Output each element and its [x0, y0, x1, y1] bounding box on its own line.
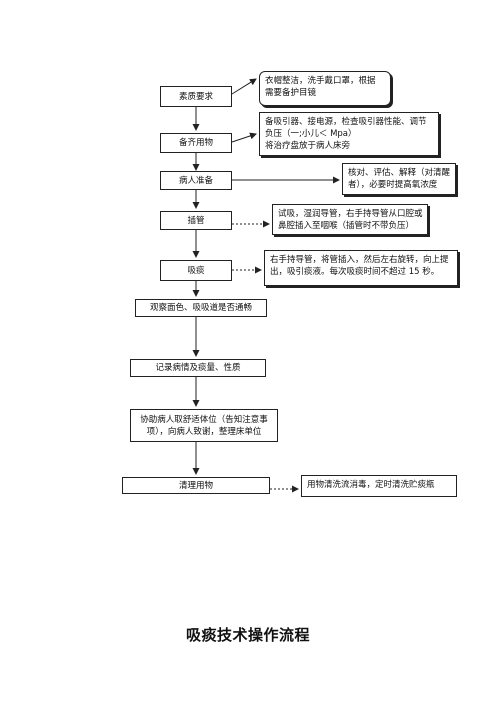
step-label: 病人准备 — [178, 175, 213, 186]
note-line: 鼻腔插入至咽喉（插管时不带负压） — [278, 221, 415, 231]
step-clean-up: 清理用物 — [122, 477, 270, 494]
page-title: 吸痰技术操作流程 — [185, 626, 310, 644]
step-observe-airway: 观察面色、吸吸道是否通畅 — [135, 299, 267, 317]
step-label: 素质要求 — [178, 91, 213, 102]
step-label: 吸痰 — [187, 265, 205, 276]
note-line: 右手持导管，将管插入，然后左右旋转，向上提 — [270, 255, 449, 265]
note-patient-preparation: 核对、评估、解释（对清醒 者），必要时提高氧浓度 — [342, 163, 456, 195]
note-suction: 右手持导管，将管插入，然后左右旋转，向上提 出，吸引痰液。每次吸痰时间不超过 1… — [264, 250, 458, 286]
step-patient-preparation: 病人准备 — [160, 171, 232, 190]
note-line: 核对、评估、解释（对清醒 — [348, 168, 451, 178]
step-label: 清理用物 — [178, 480, 213, 491]
step-quality-requirements: 素质要求 — [160, 86, 232, 107]
step-label: 协助病人取舒适体位（告知注意事项），向病人致谢，整理床单位 — [140, 414, 268, 437]
note-line: 衣帽整洁，洗手戴口罩，根据 — [265, 76, 376, 86]
note-clean-up: 用物清洗流消毒，定时清洗贮痰瓶 — [301, 475, 457, 497]
note-line: 备吸引器、接电源，检查吸引器性能、调节 — [265, 117, 427, 127]
connector-step2-to-note2 — [231, 132, 257, 143]
note-line: 将治疗盘放于病人床旁 — [265, 141, 351, 151]
step-label: 记录病情及痰量、性质 — [155, 363, 241, 373]
step-label: 备齐用物 — [178, 138, 213, 148]
note-line: 试吸，湿润导管，右手持导管从口腔或 — [278, 209, 423, 219]
step-comfort-position: 协助病人取舒适体位（告知注意事项），向病人致谢，整理床单位 — [130, 409, 278, 442]
step-insert-tube: 插管 — [160, 211, 232, 230]
step-record-condition: 记录病情及痰量、性质 — [130, 359, 266, 377]
note-line: 出，吸引痰液。每次吸痰时间不超过 15 秒。 — [270, 267, 440, 277]
note-line: 用物清洗流消毒，定时清洗贮痰瓶 — [307, 480, 435, 490]
step-label: 插管 — [187, 215, 205, 226]
step-label: 观察面色、吸吸道是否通畅 — [149, 303, 252, 313]
note-quality-requirements: 衣帽整洁，洗手戴口罩，根据 需要备护目镜 — [259, 71, 391, 106]
step-suction: 吸痰 — [160, 260, 232, 281]
note-prepare-supplies: 备吸引器、接电源，检查吸引器性能、调节 负压（一;小儿＜ Mpa） 将治疗盘放于… — [259, 112, 439, 156]
step-prepare-supplies: 备齐用物 — [160, 133, 232, 153]
note-line: 需要备护目镜 — [265, 88, 317, 98]
note-line: 者），必要时提高氧浓度 — [348, 180, 438, 190]
note-line: 负压（一;小儿＜ Mpa） — [265, 129, 357, 139]
note-insert-tube: 试吸，湿润导管，右手持导管从口腔或 鼻腔插入至咽喉（插管时不带负压） — [272, 204, 428, 235]
connector-step1-to-note1 — [231, 78, 257, 95]
